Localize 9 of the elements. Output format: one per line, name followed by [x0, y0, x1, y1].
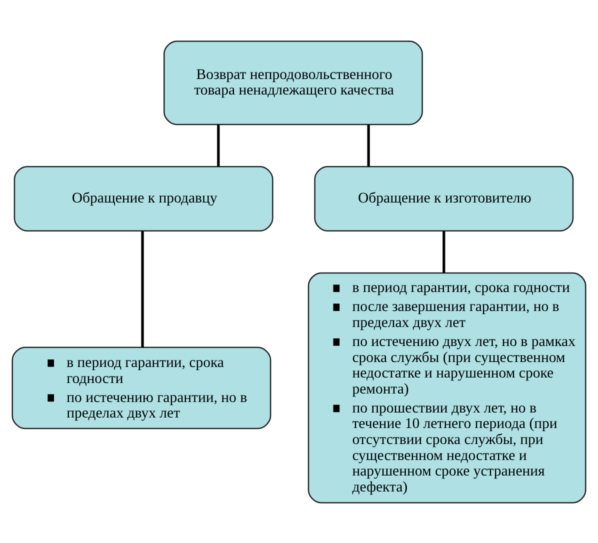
connector — [367, 124, 370, 166]
node-box: Обращение к продавцу — [14, 165, 274, 232]
node-box: в период гарантии, срока годности после завершения гарантии, но в пределах двух лет по истечению двух лет, но в рамках срока службы (при существенном недостатке и нарушенном сроке ремонта) по прошествии двух лет, но в течение 10 летнего периода (при отсутствии срока службы, при существенном недостатке и нарушенном сроке устранения дефекта) — [308, 272, 586, 503]
connector — [442, 230, 446, 272]
node-box: Обращение к изготовителю — [314, 165, 574, 232]
connector — [217, 124, 220, 166]
node-box: Возврат непродовольственного товара ненадлежащего качества — [163, 40, 423, 125]
connector — [141, 230, 144, 347]
node-box: в период гарантии, срока годности по истечению гарантии, но в пределах двух лет — [12, 346, 272, 429]
